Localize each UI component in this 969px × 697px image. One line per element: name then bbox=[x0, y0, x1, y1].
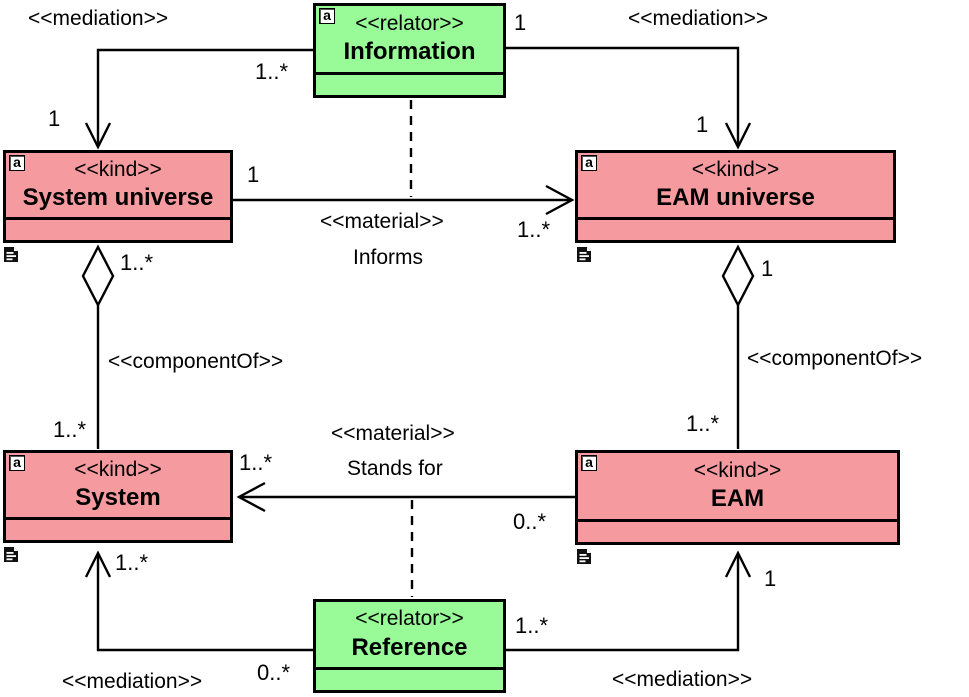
arrowhead-up-system bbox=[84, 550, 112, 578]
mediation-edge-information-systemuniverse bbox=[96, 48, 313, 146]
multiplicity-label: 1 bbox=[514, 10, 527, 35]
association-label: <<componentOf>> bbox=[108, 350, 284, 373]
attributes-compartment bbox=[6, 517, 230, 540]
note-document-icon bbox=[4, 247, 18, 262]
multiplicity-label: 1..* bbox=[120, 250, 154, 275]
class-stereotype: <<relator>> bbox=[355, 11, 464, 35]
multiplicity-label: 1 bbox=[696, 112, 709, 137]
arrowhead-down-eamuniverse bbox=[724, 122, 752, 150]
class-stereotype: <<kind>> bbox=[74, 157, 162, 181]
abstract-a-badge: a bbox=[9, 155, 25, 171]
multiplicity-label: 1..* bbox=[239, 450, 273, 475]
association-label: <<componentOf>> bbox=[747, 347, 923, 370]
note-document-icon bbox=[4, 547, 18, 562]
multiplicity-label: 0..* bbox=[257, 660, 291, 685]
mediation-edge-information-eamuniverse bbox=[506, 46, 740, 146]
association-label: <<material>> bbox=[320, 210, 444, 233]
class-system: a <<kind>> System bbox=[3, 450, 233, 543]
aggregation-diamond-systemuniverse bbox=[81, 244, 115, 308]
aggregation-diamond-eamuniverse bbox=[721, 244, 755, 308]
arrowhead-down-systemuniverse bbox=[84, 122, 112, 150]
class-stereotype: <<relator>> bbox=[355, 607, 464, 631]
class-eam-universe: a <<kind>> EAM universe bbox=[575, 150, 896, 243]
abstract-a-badge: a bbox=[9, 455, 25, 471]
multiplicity-label: 1..* bbox=[53, 417, 87, 442]
association-label: Informs bbox=[353, 246, 424, 269]
class-eam: a <<kind>> EAM bbox=[575, 450, 900, 545]
multiplicity-label: 1 bbox=[764, 566, 777, 591]
class-information: a <<relator>> Information bbox=[313, 3, 506, 98]
note-document-icon bbox=[577, 549, 591, 564]
attributes-compartment bbox=[578, 519, 897, 542]
association-label: <<mediation>> bbox=[62, 670, 203, 693]
attributes-compartment bbox=[316, 667, 503, 690]
arrowhead-up-eam bbox=[724, 550, 752, 578]
abstract-a-badge: a bbox=[581, 455, 597, 471]
class-stereotype: <<kind>> bbox=[74, 457, 162, 481]
class-reference: <<relator>> Reference bbox=[313, 599, 506, 693]
abstract-a-badge: a bbox=[319, 8, 335, 24]
abstract-a-badge: a bbox=[581, 155, 597, 171]
class-name: System universe bbox=[22, 184, 214, 212]
multiplicity-label: 1 bbox=[761, 256, 774, 281]
multiplicity-label: 0..* bbox=[513, 509, 547, 534]
class-stereotype: <<kind>> bbox=[691, 157, 780, 181]
class-name: System bbox=[75, 484, 161, 512]
class-name: Reference bbox=[351, 633, 468, 661]
class-name: EAM universe bbox=[656, 184, 815, 212]
association-label: <<mediation>> bbox=[612, 668, 753, 691]
multiplicity-label: 1..* bbox=[115, 550, 149, 575]
multiplicity-label: 1..* bbox=[515, 613, 549, 638]
multiplicity-label: 1..* bbox=[686, 411, 720, 436]
association-label: Stands for bbox=[347, 457, 443, 480]
class-stereotype: <<kind>> bbox=[693, 458, 782, 482]
attributes-compartment bbox=[578, 217, 893, 240]
multiplicity-label: 1..* bbox=[255, 59, 289, 84]
multiplicity-label: 1..* bbox=[517, 217, 551, 242]
class-name: EAM bbox=[710, 485, 765, 513]
association-label: <<mediation>> bbox=[28, 7, 169, 30]
attributes-compartment bbox=[316, 72, 503, 95]
note-document-icon bbox=[577, 247, 591, 262]
class-name: Information bbox=[343, 38, 476, 66]
association-label: <<mediation>> bbox=[628, 7, 769, 30]
mediation-edge-reference-system bbox=[96, 554, 313, 652]
mediation-edge-reference-eam bbox=[506, 554, 740, 652]
multiplicity-label: 1 bbox=[247, 162, 260, 187]
association-label: <<material>> bbox=[331, 422, 455, 445]
class-system-universe: a <<kind>> System universe bbox=[3, 150, 233, 243]
multiplicity-label: 1 bbox=[48, 106, 61, 131]
arrowhead-right-eamuniverse bbox=[545, 184, 575, 216]
attributes-compartment bbox=[6, 217, 230, 240]
arrowhead-left-system bbox=[236, 481, 266, 513]
